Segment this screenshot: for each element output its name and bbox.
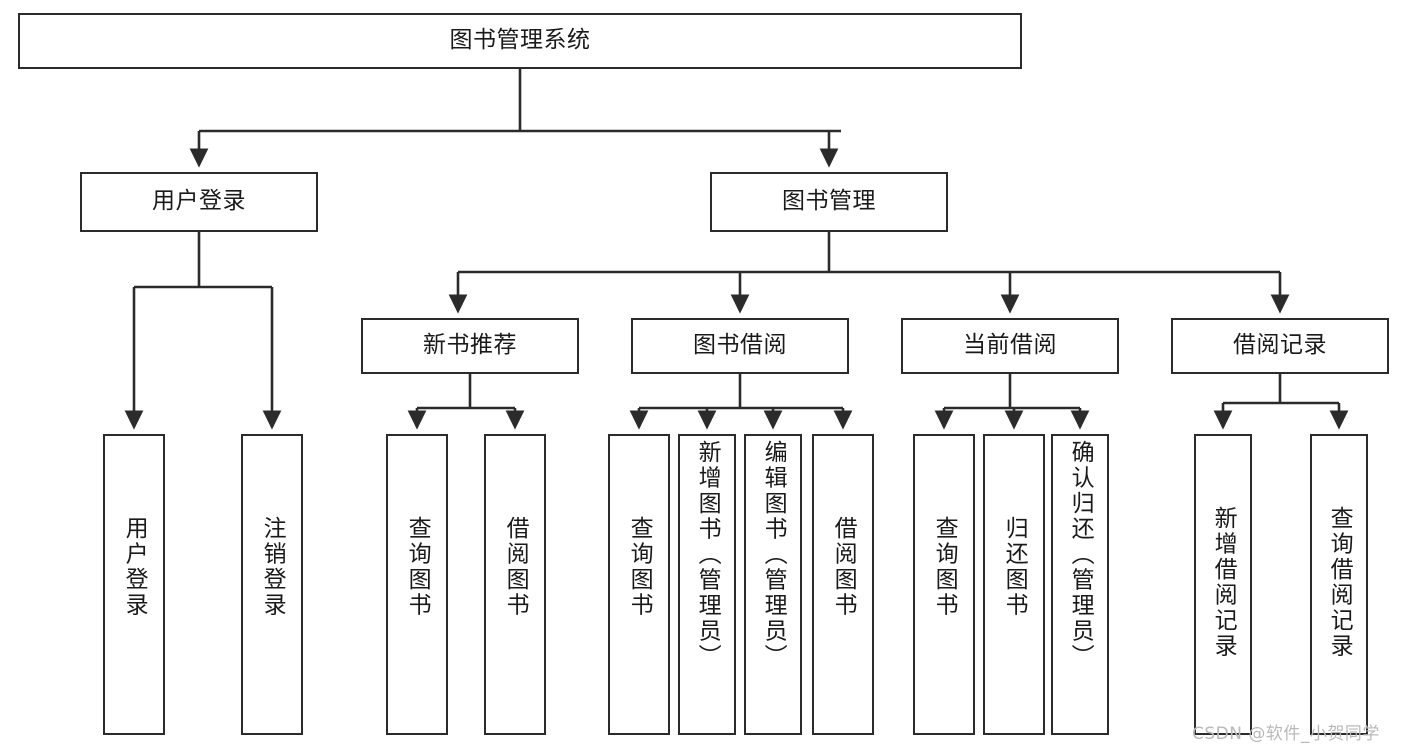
node-leaf-borrow-book-label: 借阅图书 <box>830 516 857 618</box>
node-root[interactable]: 图书管理系统 <box>18 13 1022 69</box>
node-leaf-return-book-label: 归还图书 <box>1001 516 1028 618</box>
csdn-watermark: CSDN @软件_小贺同学 <box>1192 719 1380 744</box>
node-leaf-query-book-current-label: 查询图书 <box>931 516 958 618</box>
node-book-borrow[interactable]: 图书借阅 <box>631 318 849 374</box>
node-new-book-recommend[interactable]: 新书推荐 <box>361 318 579 374</box>
node-book-manage-label: 图书管理 <box>782 188 876 215</box>
node-leaf-logout-label: 注销登录 <box>259 516 286 618</box>
node-leaf-user-login-label: 用户登录 <box>121 516 148 618</box>
node-leaf-query-book-recommend-label: 查询图书 <box>404 516 431 618</box>
node-leaf-add-book-label: 新增图书（管理员） <box>694 440 721 670</box>
node-book-borrow-label: 图书借阅 <box>693 332 787 359</box>
node-leaf-query-book-current[interactable]: 查询图书 <box>913 434 975 735</box>
node-leaf-query-book-borrow[interactable]: 查询图书 <box>608 434 670 735</box>
node-borrow-record[interactable]: 借阅记录 <box>1171 318 1389 374</box>
node-leaf-add-borrow-record[interactable]: 新增借阅记录 <box>1194 434 1252 735</box>
node-borrow-record-label: 借阅记录 <box>1233 332 1327 359</box>
node-leaf-confirm-return-label: 确认归还（管理员） <box>1067 440 1094 670</box>
node-leaf-borrow-book-recommend-label: 借阅图书 <box>502 516 529 618</box>
node-leaf-query-borrow-record-label: 查询借阅记录 <box>1326 506 1353 659</box>
node-user-login-label: 用户登录 <box>152 188 246 215</box>
node-leaf-return-book[interactable]: 归还图书 <box>983 434 1045 735</box>
node-leaf-user-login[interactable]: 用户登录 <box>103 434 165 735</box>
node-leaf-query-borrow-record[interactable]: 查询借阅记录 <box>1310 434 1368 735</box>
node-leaf-borrow-book-recommend[interactable]: 借阅图书 <box>484 434 546 735</box>
node-leaf-confirm-return[interactable]: 确认归还（管理员） <box>1051 434 1109 735</box>
node-leaf-edit-book-label: 编辑图书（管理员） <box>760 440 787 670</box>
node-leaf-query-book-borrow-label: 查询图书 <box>626 516 653 618</box>
node-leaf-add-book[interactable]: 新增图书（管理员） <box>678 434 736 735</box>
node-root-label: 图书管理系统 <box>449 27 591 54</box>
node-leaf-logout[interactable]: 注销登录 <box>241 434 303 735</box>
node-user-login[interactable]: 用户登录 <box>80 172 318 232</box>
node-leaf-add-borrow-record-label: 新增借阅记录 <box>1210 506 1237 659</box>
csdn-watermark-text: CSDN @软件_小贺同学 <box>1192 724 1380 744</box>
node-book-manage[interactable]: 图书管理 <box>710 172 948 232</box>
node-new-book-recommend-label: 新书推荐 <box>423 332 517 359</box>
node-leaf-query-book-recommend[interactable]: 查询图书 <box>386 434 448 735</box>
node-current-borrow[interactable]: 当前借阅 <box>901 318 1119 374</box>
node-current-borrow-label: 当前借阅 <box>963 332 1057 359</box>
node-leaf-borrow-book[interactable]: 借阅图书 <box>812 434 874 735</box>
node-leaf-edit-book[interactable]: 编辑图书（管理员） <box>744 434 802 735</box>
